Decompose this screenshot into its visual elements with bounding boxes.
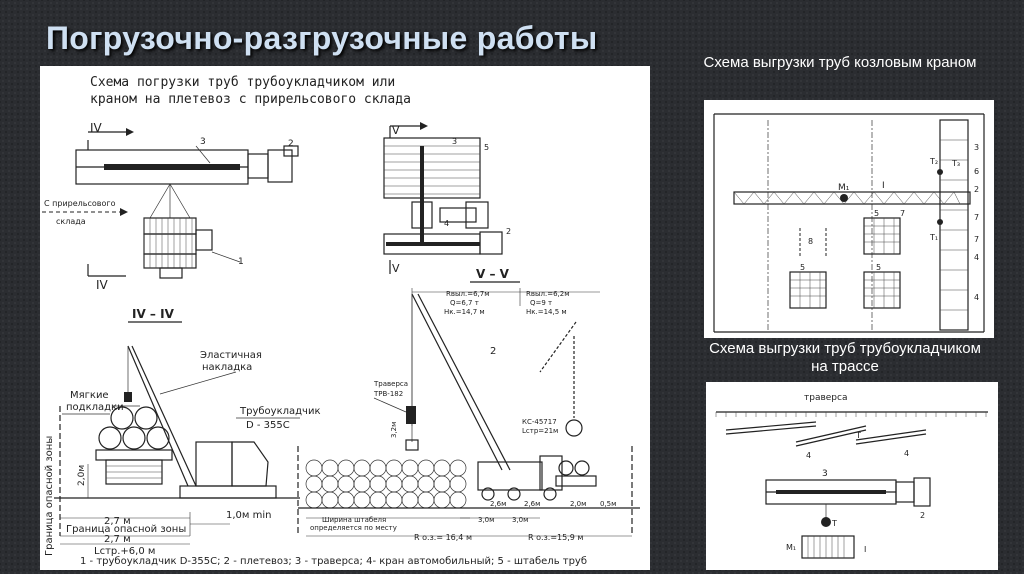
caption-gantry-crane: Схема выгрузки труб козловым краном (703, 54, 977, 71)
svg-text:4: 4 (974, 253, 979, 262)
svg-text:R о.з.= 16,4 м: R о.з.= 16,4 м (414, 533, 472, 542)
svg-text:5: 5 (876, 263, 881, 272)
svg-text:Трубоукладчик: Трубоукладчик (239, 406, 321, 417)
svg-text:3: 3 (200, 137, 206, 147)
svg-text:2: 2 (490, 346, 496, 357)
svg-text:5: 5 (874, 209, 879, 218)
main-diagram-svg: Схема погрузки труб трубоукладчиком или … (42, 75, 640, 567)
svg-text:I: I (864, 545, 866, 554)
svg-text:КС-45717: КС-45717 (522, 418, 557, 426)
svg-text:Lстр.+6,0 м: Lстр.+6,0 м (94, 546, 155, 557)
plan-view-pipe-stack: 5 3 4 2 (383, 137, 511, 255)
svg-text:Lстр=21м: Lстр=21м (522, 427, 558, 435)
pipelayer-diagram-svg: траверса 4 4 T 3 2 T M₁ I (715, 393, 988, 559)
svg-text:V: V (392, 124, 400, 137)
svg-text:V – V: V – V (476, 267, 510, 281)
svg-text:M₁: M₁ (838, 183, 850, 193)
svg-text:3: 3 (452, 137, 457, 146)
svg-text:Эластичная: Эластичная (200, 350, 262, 361)
svg-text:1,0м min: 1,0м min (226, 510, 271, 521)
svg-text:IV – IV: IV – IV (132, 307, 175, 321)
svg-text:4: 4 (974, 293, 979, 302)
svg-text:T₂: T₂ (929, 157, 938, 166)
main-loading-diagram: Схема погрузки труб трубоукладчиком или … (40, 66, 650, 570)
svg-text:2: 2 (506, 227, 511, 236)
svg-text:Граница опасной зоны: Граница опасной зоны (44, 436, 55, 556)
svg-text:5: 5 (800, 263, 805, 272)
svg-text:T₃: T₃ (951, 159, 960, 168)
section-marker-iv-bottom: IV (87, 264, 126, 292)
svg-text:Мягкие: Мягкие (70, 390, 109, 401)
svg-text:Rвыл.=6,7м: Rвыл.=6,7м (446, 290, 490, 298)
section-v-v: V – V Rвыл.=6,7м Q=6,7 т Нк.=14,7 м Rвыл… (297, 267, 640, 542)
svg-text:0,5м: 0,5м (600, 500, 616, 508)
svg-text:2: 2 (288, 139, 294, 149)
svg-text:4: 4 (444, 219, 449, 228)
slide-title: Погрузочно-разгрузочные работы (46, 20, 598, 56)
svg-text:траверса: траверса (804, 393, 848, 403)
svg-text:2,0м: 2,0м (77, 465, 87, 486)
svg-text:Нк.=14,7 м: Нк.=14,7 м (444, 308, 485, 316)
svg-text:7: 7 (974, 213, 979, 222)
svg-text:Q=9 т: Q=9 т (530, 299, 552, 307)
plan-view-pipe-carrier: 3 2 (75, 137, 299, 185)
svg-text:Q=6,7 т: Q=6,7 т (450, 299, 479, 307)
section-marker-iv-top: IV (87, 121, 134, 150)
svg-text:M₁: M₁ (786, 543, 796, 552)
svg-text:ТРВ-182: ТРВ-182 (373, 390, 403, 398)
main-heading-line1: Схема погрузки труб трубоукладчиком или (90, 75, 395, 90)
pipelayer-route-diagram: траверса 4 4 T 3 2 T M₁ I (706, 382, 998, 570)
svg-text:2: 2 (920, 511, 925, 520)
svg-text:3: 3 (822, 469, 828, 479)
svg-text:T: T (831, 519, 837, 528)
svg-text:2,6м: 2,6м (524, 500, 540, 508)
svg-text:IV: IV (90, 121, 103, 135)
svg-text:Траверса: Траверса (373, 380, 408, 388)
svg-text:подкладки: подкладки (66, 402, 124, 413)
pipe-stack-v-v (305, 459, 467, 509)
svg-text:3: 3 (974, 143, 979, 152)
svg-text:3,0м: 3,0м (512, 516, 528, 524)
plan-view-pipelayer: 1 (143, 183, 244, 279)
svg-text:определяется по месту: определяется по месту (310, 524, 397, 532)
svg-text:7: 7 (900, 209, 905, 218)
svg-text:I: I (882, 181, 885, 191)
gantry-diagram-svg: M₁ I T₂ T₃ T₁ 3 6 2 7 7 4 4 5 7 5 5 8 (713, 113, 985, 333)
svg-text:2,7 м: 2,7 м (104, 534, 131, 545)
svg-text:Граница опасной зоны: Граница опасной зоны (66, 524, 186, 535)
svg-text:накладка: накладка (202, 362, 252, 373)
svg-text:8: 8 (808, 237, 813, 246)
svg-text:IV: IV (96, 278, 109, 292)
svg-text:Ширина штабеля: Ширина штабеля (322, 516, 386, 524)
svg-text:склада: склада (56, 217, 86, 226)
svg-text:2,6м: 2,6м (490, 500, 506, 508)
svg-text:T₁: T₁ (929, 233, 938, 242)
section-iv-iv: IV – IV Эластичная накладка Мягкие (44, 307, 321, 557)
svg-text:2,0м: 2,0м (570, 500, 586, 508)
svg-text:4: 4 (806, 451, 811, 460)
from-storage-arrow: С прирельсового склада (42, 199, 128, 226)
svg-text:2,7 м: 2,7 м (104, 516, 131, 527)
svg-text:С прирельсового: С прирельсового (44, 199, 116, 208)
svg-text:D - 355C: D - 355C (246, 420, 290, 431)
main-heading-line2: краном на плетевоз с прирельсового склад… (90, 92, 411, 107)
svg-text:3,2м: 3,2м (390, 422, 398, 438)
svg-text:3,0м: 3,0м (478, 516, 494, 524)
svg-text:7: 7 (974, 235, 979, 244)
section-marker-v: V V (389, 122, 428, 275)
svg-text:R о.з.=15,9 м: R о.з.=15,9 м (528, 533, 583, 542)
svg-text:1: 1 (238, 257, 244, 267)
gantry-crane-diagram: M₁ I T₂ T₃ T₁ 3 6 2 7 7 4 4 5 7 5 5 8 (704, 100, 994, 338)
svg-text:2: 2 (974, 185, 979, 194)
svg-text:Нк.=14,5 м: Нк.=14,5 м (526, 308, 567, 316)
svg-text:V: V (392, 262, 400, 275)
caption-pipelayer-route: Схема выгрузки труб трубоукладчиком на т… (709, 340, 981, 375)
svg-text:T: T (855, 431, 861, 440)
svg-text:4: 4 (904, 449, 909, 458)
legend-text: 1 - трубоукладчик D-355C; 2 - плетевоз; … (80, 556, 587, 567)
svg-text:6: 6 (974, 167, 979, 176)
svg-text:Rвыл.=6,2м: Rвыл.=6,2м (526, 290, 570, 298)
svg-text:5: 5 (484, 143, 489, 152)
